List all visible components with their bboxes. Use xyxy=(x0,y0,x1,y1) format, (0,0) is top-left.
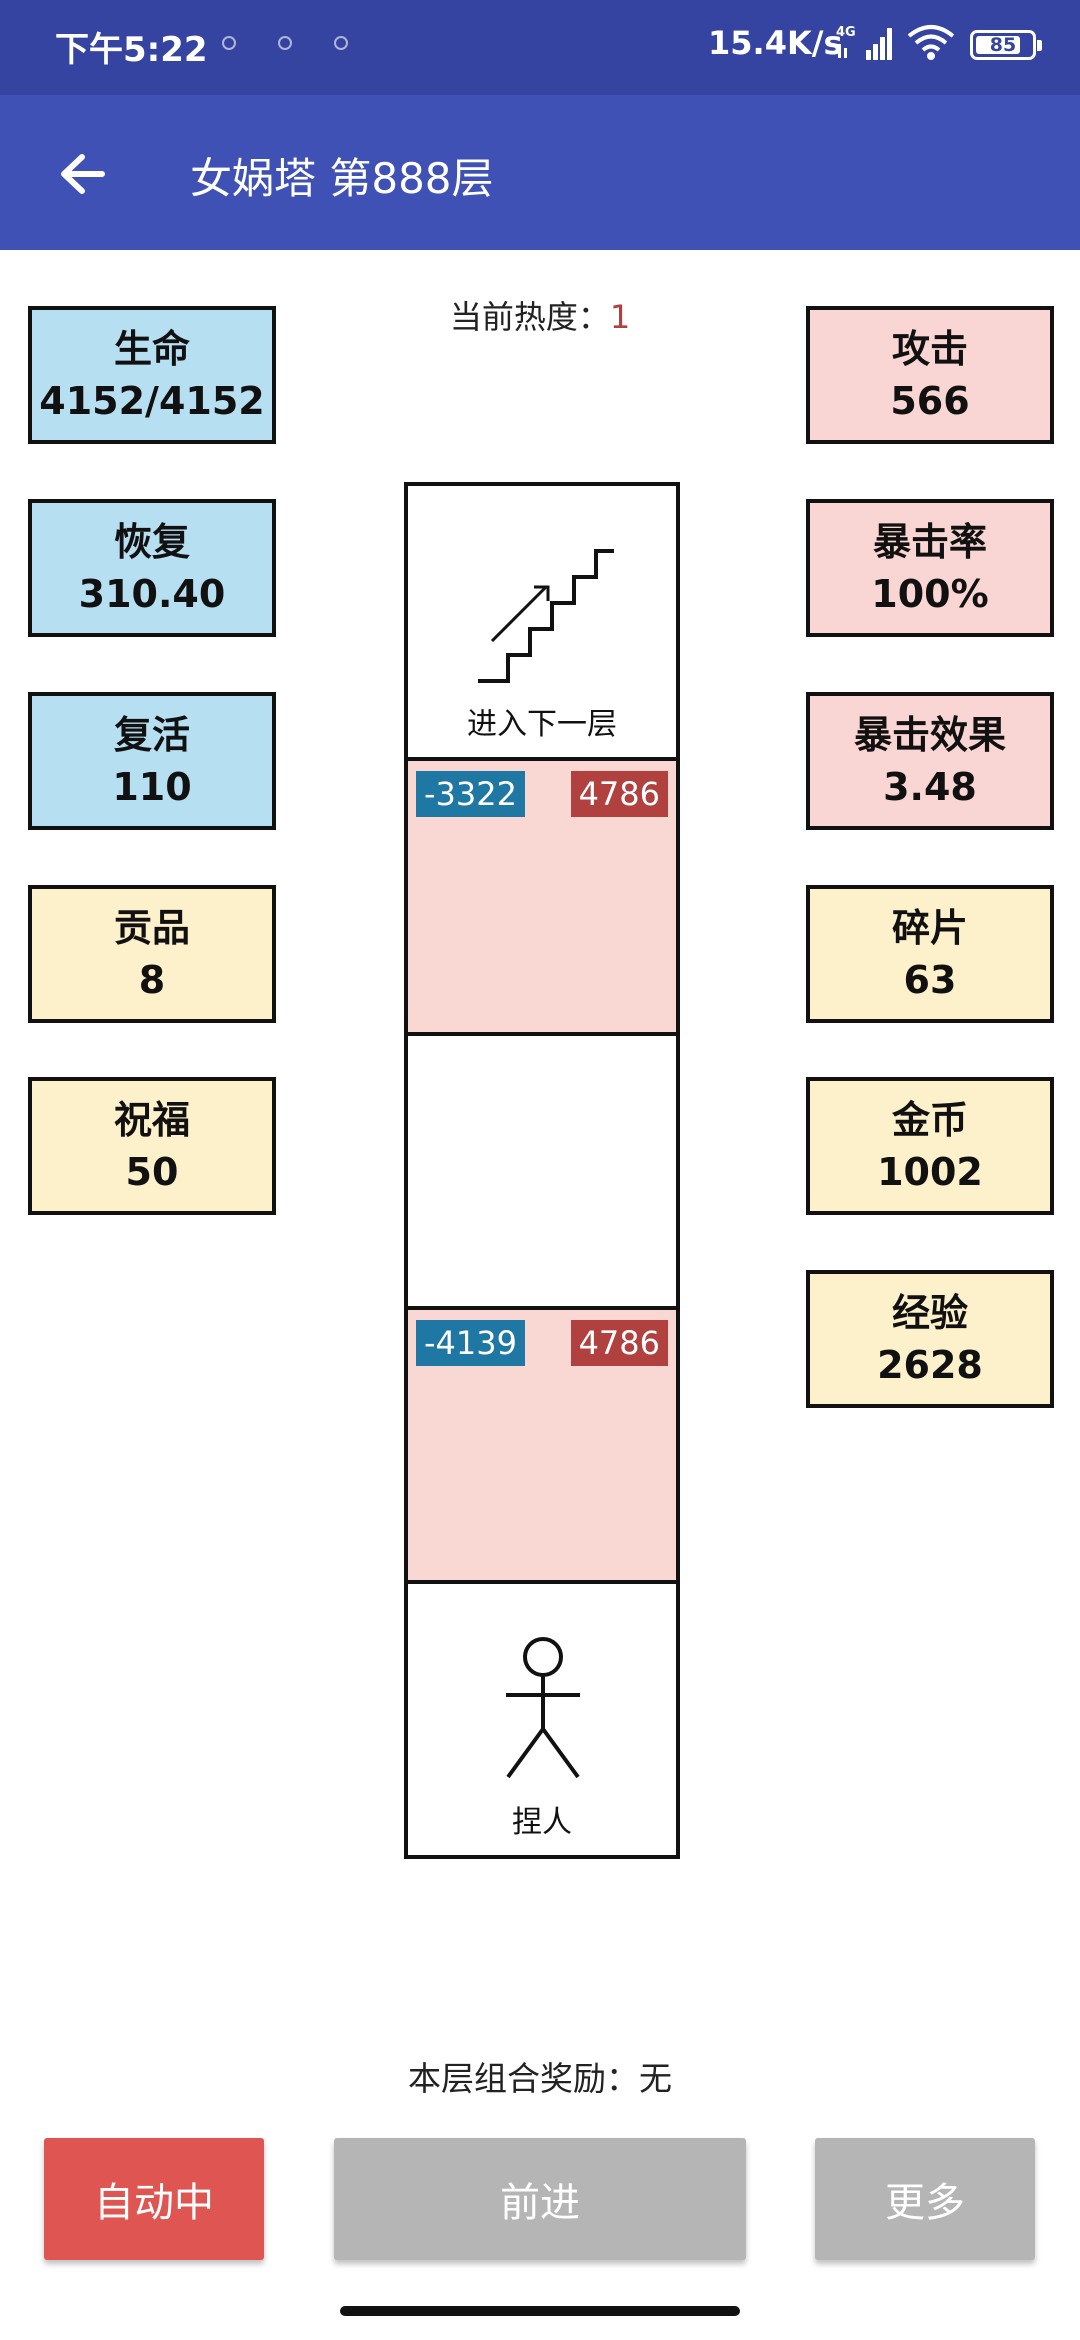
tower-cell-empty[interactable] xyxy=(404,1032,680,1311)
stat-label: 暴击率 xyxy=(872,520,987,564)
stat-value: 1002 xyxy=(877,1150,983,1194)
battery-level: 85 xyxy=(989,34,1017,56)
tower-cell-stairs[interactable]: 进入下一层 xyxy=(404,482,680,761)
notification-dot-icon xyxy=(278,36,292,50)
enemy-hp-badge: 4786 xyxy=(570,771,668,817)
stat-label: 经验 xyxy=(891,1291,968,1335)
stat-label: 复活 xyxy=(113,713,190,757)
stat-value: 50 xyxy=(125,1150,179,1194)
stat-life: 生命 4152/4152 xyxy=(28,306,276,444)
arrow-left-icon[interactable] xyxy=(52,143,114,205)
stat-crit-rate: 暴击率 100% xyxy=(806,499,1054,637)
tower-cell-enemy[interactable]: -4139 4786 xyxy=(404,1306,680,1585)
home-indicator[interactable] xyxy=(340,2306,740,2316)
signal-icon: 4G xyxy=(836,25,892,60)
status-time: 下午5:22 xyxy=(55,30,208,70)
stat-value: 4152/4152 xyxy=(39,379,265,423)
stat-value: 310.40 xyxy=(78,572,226,616)
notification-dot-icon xyxy=(222,36,236,50)
page-title: 女娲塔 第888层 xyxy=(190,154,494,203)
forward-button[interactable]: 前进 xyxy=(334,2138,746,2260)
status-bar: 下午5:22 15.4K/s 4G 85 xyxy=(0,0,1080,95)
stat-value: 3.48 xyxy=(883,765,977,809)
stat-label: 金币 xyxy=(891,1098,968,1142)
enemy-damage-badge: -3322 xyxy=(416,771,525,817)
enemy-damage-badge: -4139 xyxy=(416,1320,525,1366)
heat-label: 当前热度： xyxy=(449,298,610,336)
stat-revive: 复活 110 xyxy=(28,692,276,830)
stat-value: 110 xyxy=(112,765,192,809)
notification-dot-icon xyxy=(334,36,348,50)
stat-experience: 经验 2628 xyxy=(806,1270,1054,1408)
floor-bonus: 本层组合奖励：无 xyxy=(408,2059,672,2098)
stat-label: 暴击效果 xyxy=(853,713,1006,757)
stat-value: 2628 xyxy=(877,1343,983,1387)
stairs-label: 进入下一层 xyxy=(467,707,617,742)
person-icon xyxy=(506,1637,580,1779)
heat-indicator: 当前热度：1 xyxy=(0,292,1080,338)
heat-value: 1 xyxy=(609,298,631,336)
stat-crit-effect: 暴击效果 3.48 xyxy=(806,692,1054,830)
stat-blessing: 祝福 50 xyxy=(28,1077,276,1215)
stat-attack: 攻击 566 xyxy=(806,306,1054,444)
stat-label: 祝福 xyxy=(113,1098,190,1142)
wifi-icon xyxy=(907,25,955,60)
stat-recovery: 恢复 310.40 xyxy=(28,499,276,637)
network-speed: 15.4K/s xyxy=(708,24,843,62)
more-button[interactable]: 更多 xyxy=(815,2138,1035,2260)
stat-value: 566 xyxy=(890,379,970,423)
battery-icon: 85 xyxy=(970,30,1042,60)
tower-cell-player[interactable]: 捏人 xyxy=(404,1580,680,1859)
stat-label: 贡品 xyxy=(113,906,190,950)
tower-cell-enemy[interactable]: -3322 4786 xyxy=(404,757,680,1036)
network-type: 4G xyxy=(836,25,856,40)
auto-button[interactable]: 自动中 xyxy=(44,2138,264,2260)
stat-label: 碎片 xyxy=(891,906,968,950)
stat-value: 100% xyxy=(871,572,989,616)
stat-value: 63 xyxy=(903,958,957,1002)
app-bar: 女娲塔 第888层 xyxy=(0,95,1080,250)
enemy-hp-badge: 4786 xyxy=(570,1320,668,1366)
stat-value: 8 xyxy=(138,958,166,1002)
stairs-icon xyxy=(478,549,614,683)
stat-fragments: 碎片 63 xyxy=(806,885,1054,1023)
notification-icons xyxy=(222,36,348,50)
stat-label: 攻击 xyxy=(891,327,968,371)
stat-gold: 金币 1002 xyxy=(806,1077,1054,1215)
stat-label: 生命 xyxy=(113,327,190,371)
stat-offering: 贡品 8 xyxy=(28,885,276,1023)
stat-label: 恢复 xyxy=(113,520,190,564)
player-label: 捏人 xyxy=(512,1805,572,1840)
